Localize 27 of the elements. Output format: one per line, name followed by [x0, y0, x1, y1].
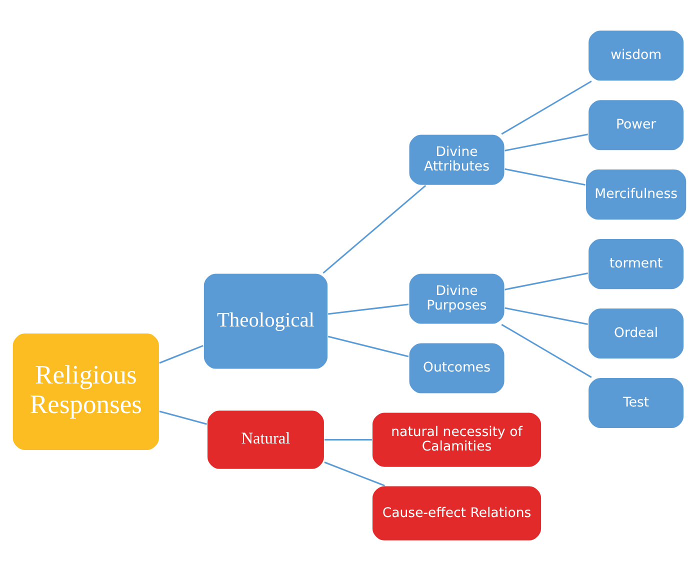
- node-box: Cause-effect Relations: [371, 485, 542, 542]
- node-box: Power: [588, 99, 685, 152]
- node-box: Ordeal: [588, 307, 685, 360]
- node-box: Mercifulness: [585, 168, 688, 221]
- connector: [159, 410, 207, 425]
- connector: [504, 134, 588, 152]
- node-box: Divine Purposes: [408, 272, 506, 325]
- connector: [324, 462, 385, 486]
- node-box: Natural: [206, 410, 325, 470]
- node-box: wisdom: [588, 30, 685, 82]
- node-box: Religious Responses: [12, 332, 160, 451]
- connector: [504, 168, 586, 186]
- connector: [322, 184, 426, 274]
- node-box: Divine Attributes: [408, 134, 506, 186]
- node-box: Theological: [202, 272, 329, 370]
- connector: [324, 439, 372, 441]
- connector: [328, 304, 409, 315]
- node-box: torment: [588, 238, 685, 290]
- connector: [159, 344, 204, 364]
- connector: [501, 324, 592, 378]
- connector: [504, 307, 588, 326]
- connector: [501, 80, 592, 135]
- connector: [504, 272, 588, 290]
- node-box: natural necessity of Calamities: [371, 412, 542, 468]
- node-box: Outcomes: [408, 342, 506, 394]
- connector: [328, 336, 409, 358]
- node-box: Test: [588, 376, 685, 430]
